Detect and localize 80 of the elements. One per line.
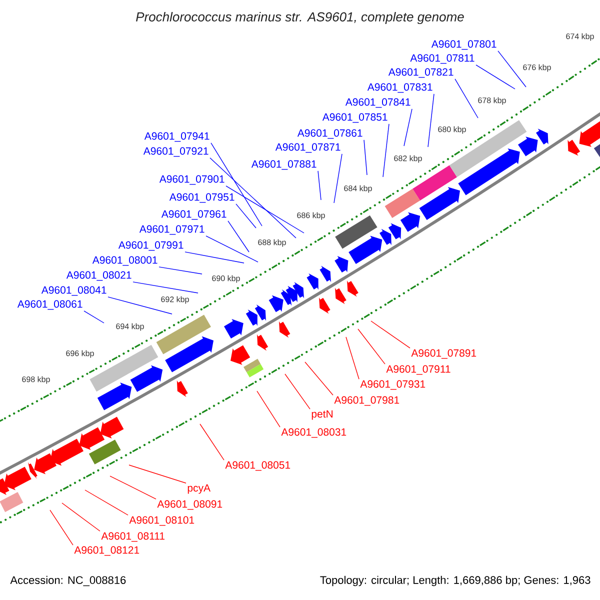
gene-label: A9601_07851 bbox=[322, 113, 388, 123]
gene-label: A9601_08101 bbox=[129, 516, 194, 526]
scale-label: 686 kbp bbox=[297, 212, 325, 220]
leader-line bbox=[284, 374, 310, 410]
leader-line bbox=[370, 320, 410, 348]
gene-label: A9601_07901 bbox=[159, 175, 224, 185]
leader-line bbox=[318, 170, 322, 200]
leader-line bbox=[236, 204, 256, 228]
gene-label: A9601_07821 bbox=[388, 68, 454, 78]
gene-label: A9601_08041 bbox=[41, 286, 106, 296]
leader-line bbox=[210, 158, 296, 238]
scale-label: 690 kbp bbox=[212, 275, 240, 283]
leader-line bbox=[206, 236, 258, 262]
footer-text: Accession: NC_008816 bbox=[10, 576, 126, 586]
leader-line bbox=[228, 220, 250, 252]
leader-line bbox=[84, 490, 128, 516]
gene-label: A9601_07981 bbox=[334, 396, 400, 406]
scale-label: 696 kbp bbox=[66, 350, 94, 358]
leader-line bbox=[226, 186, 304, 234]
gene-label: A9601_07841 bbox=[345, 98, 410, 108]
leader-line bbox=[108, 296, 172, 314]
leader-line bbox=[158, 266, 202, 274]
scale-label: 688 kbp bbox=[258, 239, 286, 247]
scale-label: 678 kbp bbox=[478, 97, 506, 105]
title: Prochlorococcus marinus str. AS9601, complete genome bbox=[136, 12, 464, 24]
scale-label: 692 kbp bbox=[161, 296, 189, 304]
gene-label: A9601_08121 bbox=[74, 546, 140, 556]
leader-line bbox=[476, 64, 516, 90]
gene-label: A9601_07801 bbox=[431, 40, 496, 50]
gene-label: A9601_08051 bbox=[225, 461, 290, 471]
gene-label: A9601_07881 bbox=[251, 160, 316, 170]
gene-label: A9601_07951 bbox=[169, 193, 234, 203]
gene-label: A9601_07961 bbox=[161, 210, 226, 220]
leader-line bbox=[404, 108, 412, 146]
scale-label: 698 kbp bbox=[22, 376, 50, 384]
gene-label: A9601_07871 bbox=[275, 143, 340, 153]
leader-line bbox=[358, 328, 386, 364]
leader-line bbox=[454, 78, 478, 118]
scale-label: 674 kbp bbox=[566, 33, 594, 41]
gene-label: A9601_07991 bbox=[118, 241, 184, 251]
gene-label: A9601_08021 bbox=[66, 271, 132, 281]
leader-line bbox=[256, 390, 280, 428]
leader-line bbox=[184, 252, 244, 264]
gene-label: petN bbox=[312, 410, 333, 420]
gene-label: A9601_07921 bbox=[143, 147, 208, 157]
gene-label: A9601_07811 bbox=[410, 54, 474, 64]
gene-label: A9601_08031 bbox=[281, 428, 346, 438]
gene-label: A9601_08061 bbox=[17, 300, 82, 310]
gene-label: A9601_07911 bbox=[386, 365, 450, 375]
gene-label: A9601_07971 bbox=[139, 225, 204, 235]
leader-line bbox=[428, 94, 434, 148]
gene-label: A9601_07831 bbox=[367, 83, 432, 93]
leader-line bbox=[210, 142, 262, 226]
leader-line bbox=[62, 502, 100, 532]
gene-label: pcyA bbox=[188, 484, 211, 494]
scale-label: 694 kbp bbox=[116, 323, 144, 331]
scale-label: 676 kbp bbox=[523, 64, 551, 72]
leader-line bbox=[110, 476, 156, 500]
gene-label: A9601_07941 bbox=[144, 132, 210, 142]
gene-label: A9601_08111 bbox=[101, 532, 164, 542]
gene-label: A9601_08091 bbox=[157, 500, 222, 510]
scale-label: 684 kbp bbox=[344, 185, 372, 193]
scale-label: 680 kbp bbox=[438, 126, 466, 134]
leader-line bbox=[128, 464, 186, 484]
gene-label: A9601_08001 bbox=[92, 256, 158, 266]
leader-line bbox=[84, 310, 104, 324]
gene-label: A9601_07931 bbox=[360, 380, 426, 390]
gene-label: A9601_07891 bbox=[411, 349, 476, 359]
leader-line bbox=[498, 50, 526, 88]
leader-line bbox=[346, 336, 360, 380]
leader-line bbox=[132, 282, 198, 294]
leader-line bbox=[304, 362, 334, 396]
footer-text: Topology: circular; Length: 1,669,886 bp; Genes: 1,963 bbox=[320, 576, 590, 586]
leader-line bbox=[334, 154, 342, 204]
leader-line bbox=[364, 140, 368, 176]
scale-label: 682 kbp bbox=[394, 155, 422, 163]
gene-label: A9601_07861 bbox=[297, 129, 362, 139]
leader-line bbox=[200, 424, 224, 460]
leader-line bbox=[382, 124, 390, 178]
leader-line bbox=[50, 510, 74, 546]
